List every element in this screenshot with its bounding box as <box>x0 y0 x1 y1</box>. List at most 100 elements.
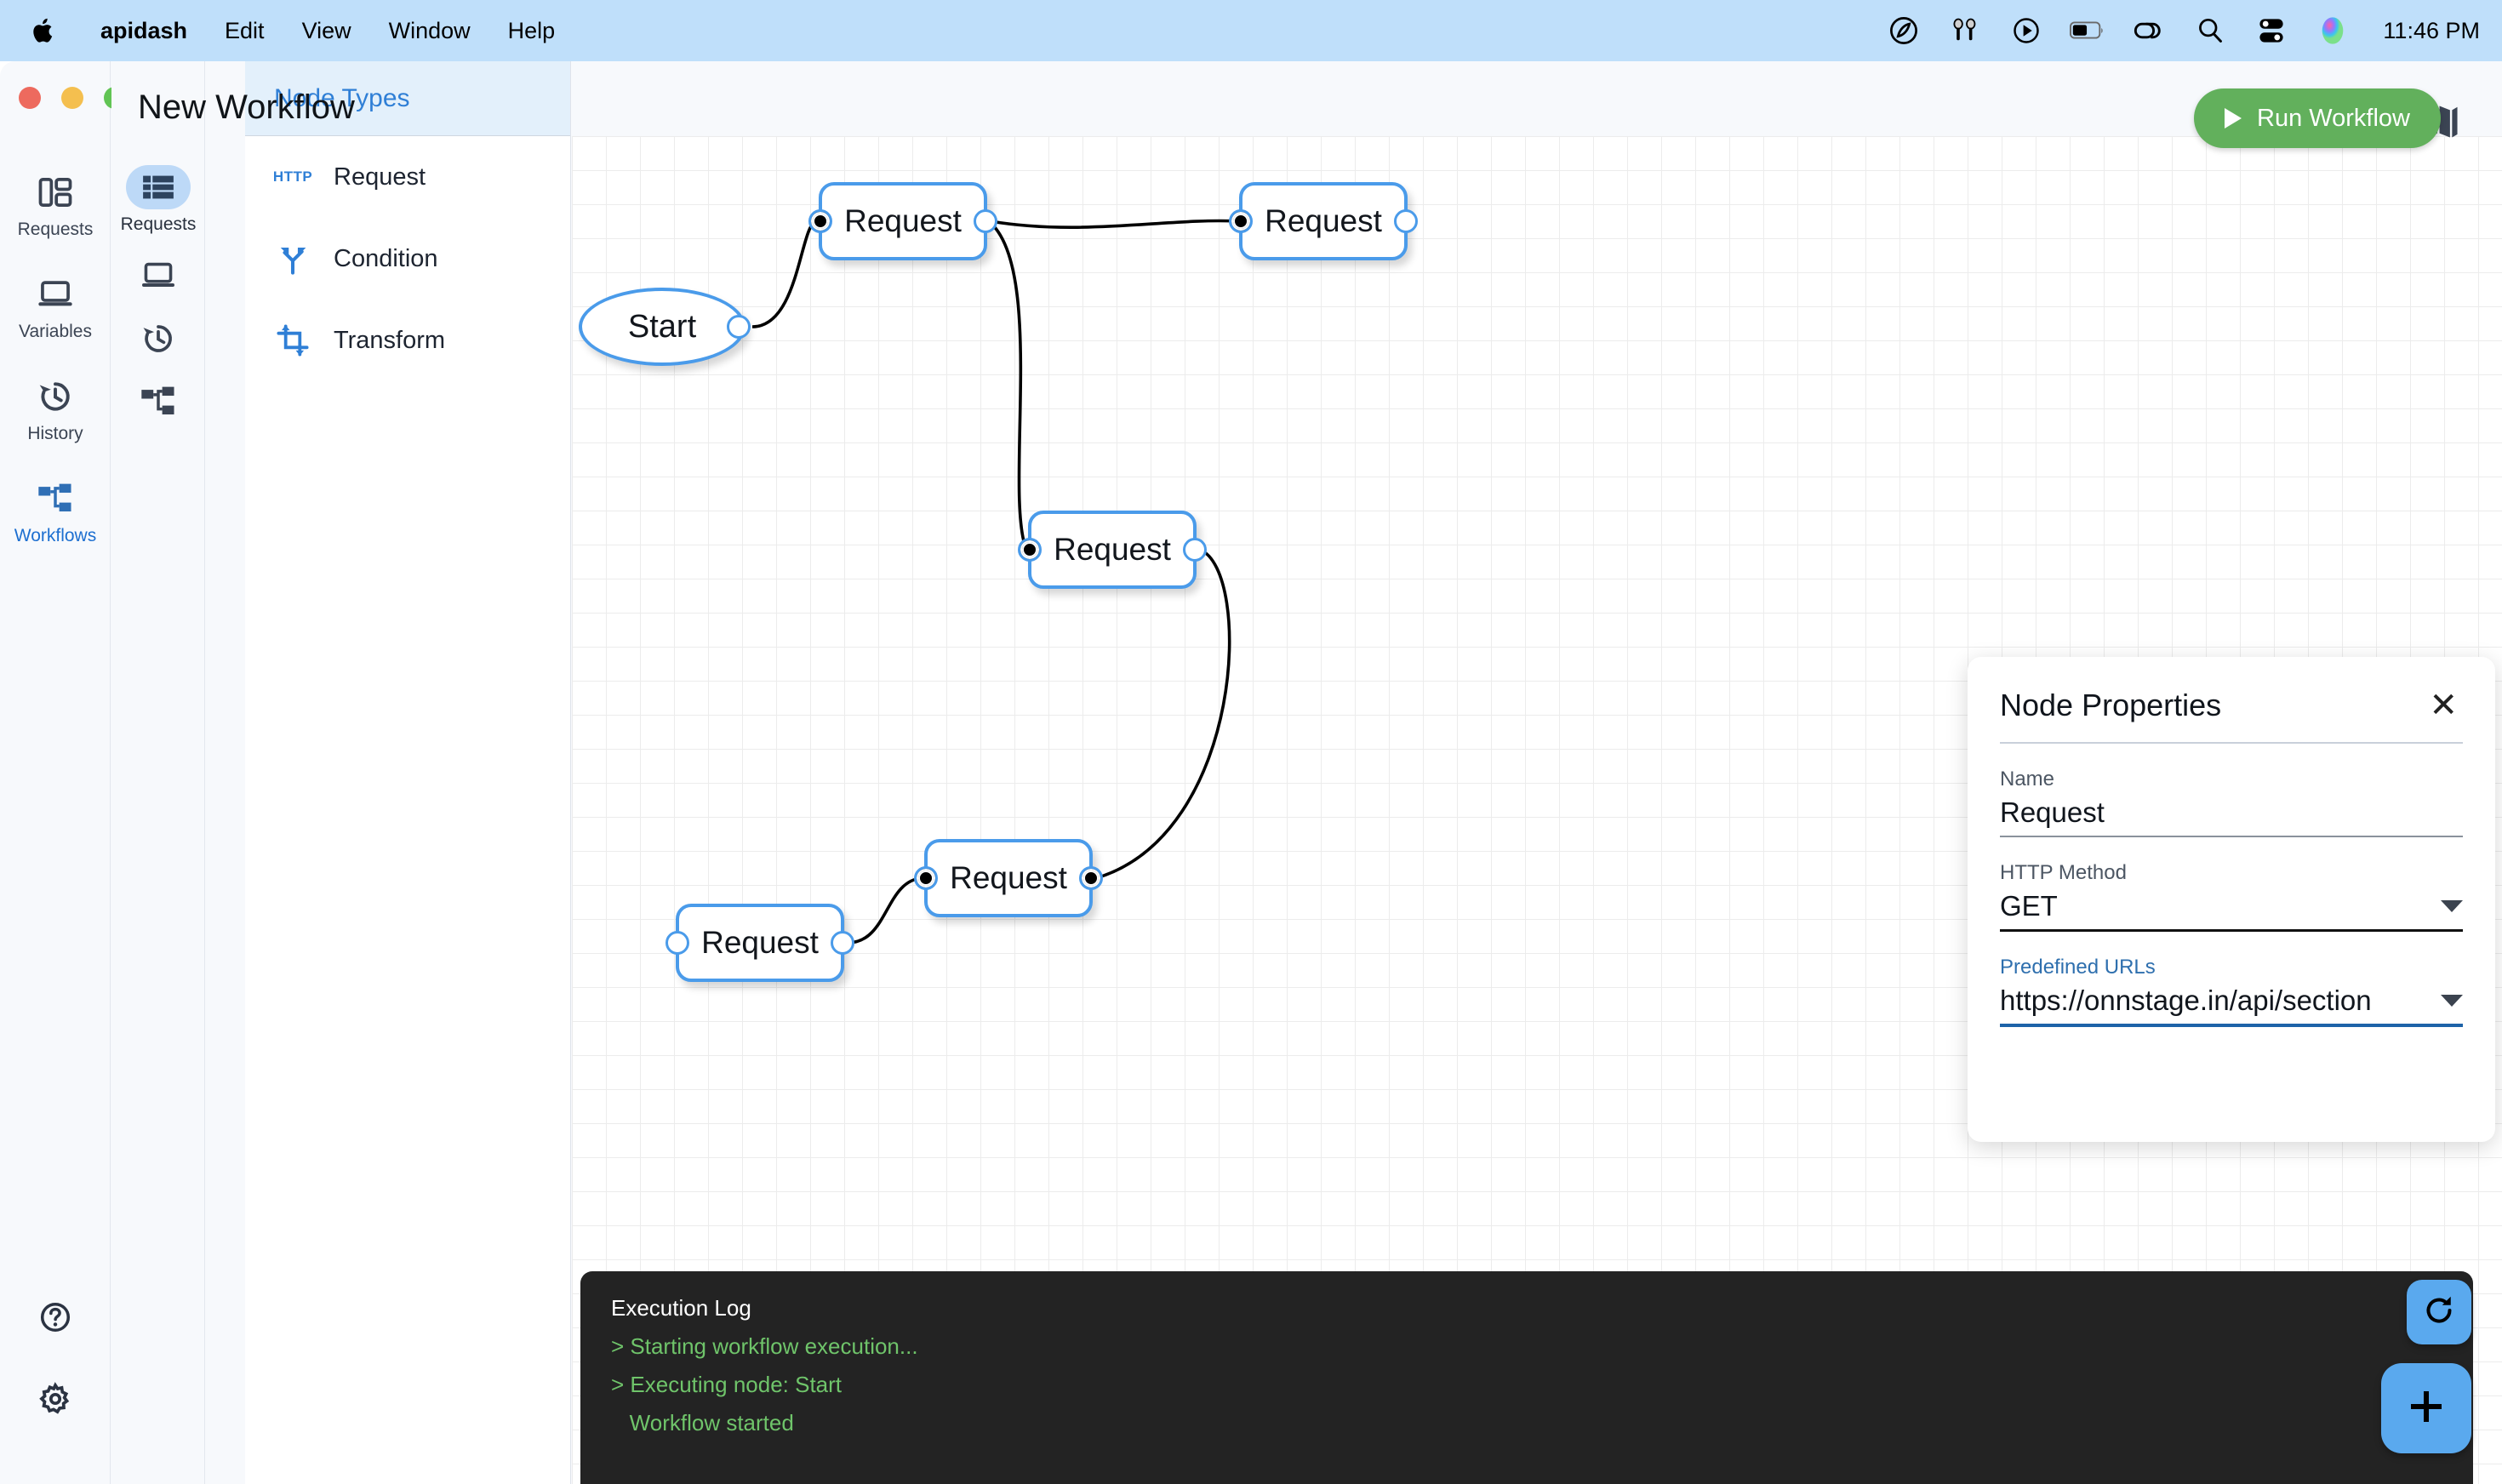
menu-item-help[interactable]: Help <box>507 18 556 43</box>
floating-action-buttons <box>2381 1280 2471 1453</box>
minimize-button[interactable] <box>61 87 83 109</box>
node-label: Request <box>701 925 819 960</box>
gear-icon <box>35 1378 76 1419</box>
sidebar-item-requests[interactable]: Requests <box>0 172 111 240</box>
field-label: Name <box>2000 768 2055 791</box>
log-line: > Starting workflow execution... <box>611 1333 918 1359</box>
node-output-port[interactable] <box>974 209 997 233</box>
add-node-button[interactable] <box>2381 1363 2471 1453</box>
workflow-node-request-5[interactable]: Request <box>665 904 854 982</box>
list-rows-icon <box>126 165 191 209</box>
workflow-node-request-1[interactable]: Request <box>808 182 997 260</box>
log-line: > Executing node: Start <box>611 1372 843 1397</box>
edge-start-req1 <box>751 220 818 328</box>
control-center-icon[interactable] <box>2254 13 2289 49</box>
sidebar-item-label: Workflows <box>14 526 97 545</box>
menu-item-apidash[interactable]: apidash <box>100 18 188 43</box>
menu-bar-left: apidash Edit View Window Help <box>29 14 574 48</box>
divider <box>2000 742 2463 744</box>
node-type-condition[interactable]: Condition <box>245 218 570 300</box>
tab-history[interactable] <box>111 317 205 361</box>
sidebar-item-variables[interactable]: Variables <box>0 274 111 342</box>
node-type-label: Request <box>334 163 426 191</box>
node-output-port[interactable] <box>1079 866 1103 890</box>
predefined-urls-select[interactable]: https://onnstage.in/api/section <box>2000 979 2463 1024</box>
help-circle-icon <box>35 1297 76 1338</box>
tab-variables[interactable] <box>111 254 205 298</box>
creative-cloud-icon[interactable] <box>1886 13 1922 49</box>
sidebar-item-workflows[interactable]: Workflows <box>0 478 111 546</box>
node-types-title: Node Types <box>274 83 410 112</box>
workflow-canvas[interactable]: Start Request Request Request Request <box>572 136 2502 1484</box>
workflow-node-request-3[interactable]: Request <box>1018 511 1207 589</box>
menu-item-window[interactable]: Window <box>388 18 471 43</box>
sidebar-item-label: Requests <box>17 220 94 239</box>
node-output-port[interactable] <box>831 931 854 955</box>
refresh-icon <box>2422 1293 2456 1332</box>
node-output-port[interactable] <box>1183 538 1207 562</box>
battery-icon[interactable] <box>2070 13 2105 49</box>
node-properties-panel: Node Properties ✕ Name Request HTTP Meth… <box>1968 657 2495 1142</box>
laptop-icon <box>35 274 76 315</box>
settings-button[interactable] <box>0 1378 111 1419</box>
menu-bar-clock[interactable]: 11:46 PM <box>2383 17 2480 43</box>
workflow-node-request-4[interactable]: Request <box>914 839 1103 917</box>
node-properties-title: Node Properties <box>2000 688 2222 722</box>
field-underline <box>2000 836 2463 837</box>
search-icon[interactable] <box>2192 13 2228 49</box>
execution-log-title: Execution Log <box>611 1295 751 1321</box>
execution-log-panel: Execution Log > Starting workflow execut… <box>580 1271 2473 1484</box>
airpods-icon[interactable] <box>1947 13 1983 49</box>
name-field[interactable]: Request <box>2000 791 2463 836</box>
close-icon[interactable]: ✕ <box>2429 687 2458 724</box>
node-types-panel: Node Types HTTP Request Condition Transf… <box>245 61 571 1484</box>
node-output-port[interactable] <box>727 315 751 339</box>
history-clock-icon <box>126 317 191 361</box>
http-method-select[interactable]: GET <box>2000 885 2463 929</box>
field-predefined-urls: Predefined URLs https://onnstage.in/api/… <box>2000 956 2463 1027</box>
menu-item-view[interactable]: View <box>301 18 351 43</box>
node-types-header: Node Types <box>245 61 570 136</box>
node-type-request[interactable]: HTTP Request <box>245 136 570 218</box>
close-button[interactable] <box>19 87 41 109</box>
menu-bar-status-area: 11:46 PM <box>1886 13 2480 49</box>
reset-view-button[interactable] <box>2407 1280 2471 1344</box>
macos-menu-bar: apidash Edit View Window Help 11:46 PM <box>0 0 2502 61</box>
http-badge-icon: HTTP <box>273 168 312 186</box>
field-name: Name Request <box>2000 768 2463 837</box>
node-label: Start <box>627 308 697 345</box>
node-label: Request <box>844 203 962 238</box>
node-type-label: Transform <box>334 326 446 354</box>
field-underline <box>2000 1024 2463 1027</box>
workflow-nodes-icon <box>35 478 76 519</box>
node-output-port[interactable] <box>1394 209 1418 233</box>
siri-icon[interactable] <box>2315 13 2351 49</box>
primary-nav-rail: Requests Variables History Workflows <box>0 61 126 1484</box>
node-type-transform[interactable]: Transform <box>245 300 570 381</box>
node-input-port[interactable] <box>808 209 832 233</box>
workflow-nodes-icon <box>126 380 191 424</box>
menu-item-edit[interactable]: Edit <box>225 18 265 43</box>
node-input-port[interactable] <box>665 931 689 955</box>
field-http-method: HTTP Method GET <box>2000 861 2463 932</box>
edge-req5-req4 <box>847 876 923 945</box>
play-circle-icon[interactable] <box>2008 13 2044 49</box>
sidebar-item-label: Variables <box>19 322 92 341</box>
chevron-down-icon <box>2441 900 2463 912</box>
edge-req1-req2 <box>990 219 1238 229</box>
link-chain-icon[interactable] <box>2131 13 2167 49</box>
tab-requests[interactable]: Requests <box>111 165 205 235</box>
run-workflow-button[interactable]: Run Workflow <box>2194 88 2441 148</box>
field-label: HTTP Method <box>2000 861 2127 884</box>
workflow-node-start[interactable]: Start <box>579 288 751 366</box>
sidebar-item-history[interactable]: History <box>0 376 111 444</box>
node-input-port[interactable] <box>914 866 938 890</box>
node-input-port[interactable] <box>1229 209 1253 233</box>
help-button[interactable] <box>0 1297 111 1338</box>
edge-req3-req4 <box>1095 548 1231 880</box>
laptop-icon <box>126 254 191 298</box>
workflow-node-request-2[interactable]: Request <box>1229 182 1418 260</box>
tab-workflows[interactable] <box>111 380 205 424</box>
apple-logo-icon[interactable] <box>29 14 58 48</box>
node-input-port[interactable] <box>1018 538 1042 562</box>
